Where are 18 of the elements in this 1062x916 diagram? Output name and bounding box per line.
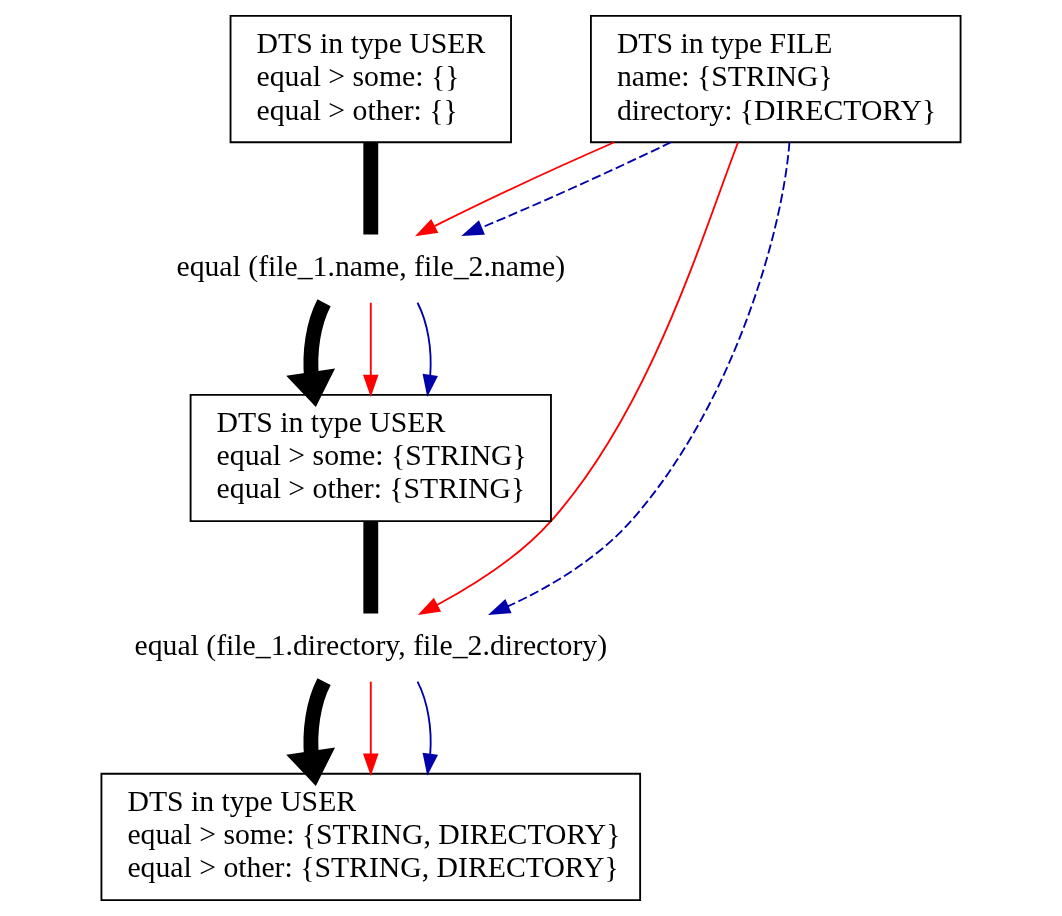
arrow xyxy=(286,678,336,786)
connector xyxy=(363,142,379,235)
node-box: DTS in type USER equal > some: {} equal > other: {} xyxy=(229,14,512,144)
arrow xyxy=(461,141,672,236)
arrow xyxy=(416,301,439,397)
arrow xyxy=(416,680,439,776)
arrow xyxy=(362,680,379,776)
arrow xyxy=(414,141,616,237)
node-text: equal (file_1.name, file_2.name) xyxy=(176,249,566,282)
connector xyxy=(363,521,379,614)
arrow xyxy=(417,141,739,616)
arrow xyxy=(286,299,336,407)
arrow xyxy=(488,141,791,615)
node-box: DTS in type USER equal > some: {STRING} equal > other: {STRING} xyxy=(189,393,552,523)
arrow xyxy=(362,301,379,397)
node-box: DTS in type FILE name: {STRING} directory: {DIRECTORY} xyxy=(590,14,962,144)
node-text: equal (file_1.directory, file_2.directory) xyxy=(134,628,608,661)
node-box: DTS in type USER equal > some: {STRING, DIRECTORY} equal > other: {STRING, DIRECTORY} xyxy=(100,772,642,902)
